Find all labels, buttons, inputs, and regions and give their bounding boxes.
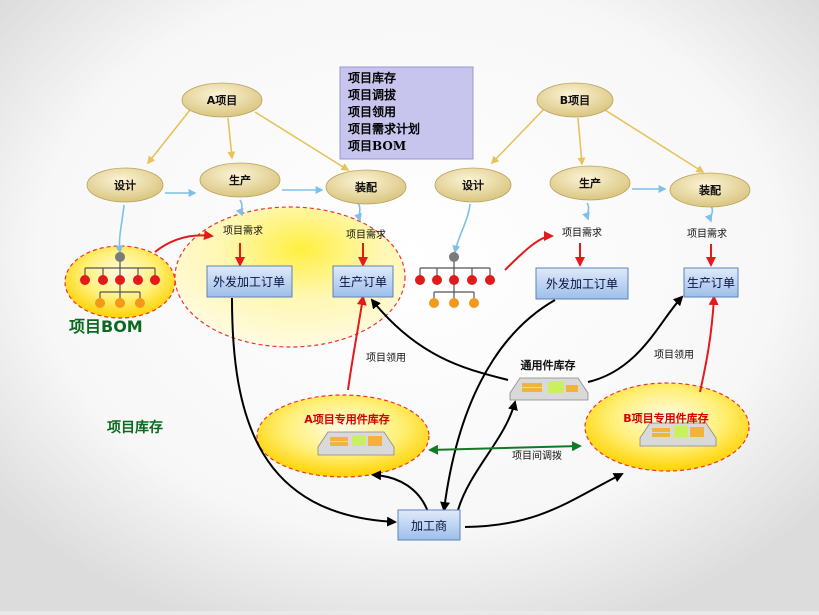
a-outsource-order-box[interactable]: 外发加工订单: [206, 265, 293, 298]
node-b-project-label: B项目: [560, 94, 590, 107]
b-production-order-label: 生产订单: [687, 276, 735, 290]
a-outsource-order-label: 外发加工订单: [213, 274, 285, 289]
b-production-demand-label: 项目需求: [562, 227, 602, 239]
node-b-project[interactable]: B项目: [536, 82, 614, 118]
a-production-order-box[interactable]: 生产订单: [332, 265, 394, 298]
a-production-order-label: 生产订单: [339, 275, 387, 289]
legend-line-4: 项目需求计划: [348, 121, 420, 136]
node-b-assembly-label: 装配: [698, 183, 721, 197]
node-a-project[interactable]: A项目: [181, 82, 263, 118]
b-production-order-box[interactable]: 生产订单: [683, 267, 739, 298]
a-bom-tree-icon: [80, 252, 160, 308]
processor-box[interactable]: 加工商: [397, 509, 461, 541]
common-warehouse-icon: [509, 377, 589, 401]
a-warehouse-icon: [317, 431, 395, 456]
process-flow-arrows: [115, 185, 714, 254]
a-dedicated-stock-label: A项目专用件库存: [304, 412, 390, 426]
common-stock-label: 通用件库存: [521, 358, 576, 372]
b-dedicated-stock-label: B项目专用件库存: [623, 411, 708, 425]
project-breakdown-arrows: [147, 107, 705, 173]
node-a-assembly[interactable]: 装配: [325, 169, 407, 205]
a-production-demand-label: 项目需求: [223, 225, 263, 237]
node-a-design[interactable]: 设计: [86, 167, 164, 203]
node-b-production[interactable]: 生产: [549, 165, 631, 201]
b-bom-tree-icon: [415, 252, 495, 308]
legend-line-3: 项目领用: [348, 104, 396, 119]
legend-line-2: 项目调拔: [348, 87, 397, 102]
transfer-label: 项目间调拨: [512, 449, 562, 462]
demand-arrows: [154, 230, 719, 393]
legend-line-5: 项目BOM: [348, 139, 406, 153]
legend-line-1: 项目库存: [348, 70, 396, 85]
transfer-arrow: [428, 441, 582, 455]
project-stock-caption: 项目库存: [107, 419, 163, 436]
b-assembly-demand-label: 项目需求: [687, 228, 727, 240]
node-b-production-label: 生产: [579, 176, 601, 190]
a-assembly-demand-label: 项目需求: [346, 229, 386, 241]
b-warehouse-icon: [639, 422, 717, 447]
node-b-design[interactable]: 设计: [434, 167, 512, 203]
node-b-assembly[interactable]: 装配: [669, 172, 751, 208]
b-outsource-order-label: 外发加工订单: [546, 276, 618, 291]
node-a-project-label: A项目: [207, 94, 238, 107]
a-issue-label: 项目领用: [366, 351, 406, 364]
processor-label: 加工商: [411, 518, 447, 533]
project-bom-caption: 项目BOM: [69, 317, 143, 336]
legend-box: 项目库存 项目调拔 项目领用 项目需求计划 项目BOM: [339, 66, 474, 160]
node-a-design-label: 设计: [114, 178, 136, 192]
node-b-design-label: 设计: [462, 178, 484, 192]
node-a-assembly-label: 装配: [354, 180, 377, 194]
node-a-production-label: 生产: [229, 173, 251, 187]
b-issue-label: 项目领用: [654, 348, 694, 361]
material-flow-arrows: [231, 295, 684, 528]
b-outsource-order-box[interactable]: 外发加工订单: [535, 267, 629, 300]
node-a-production[interactable]: 生产: [199, 162, 281, 198]
